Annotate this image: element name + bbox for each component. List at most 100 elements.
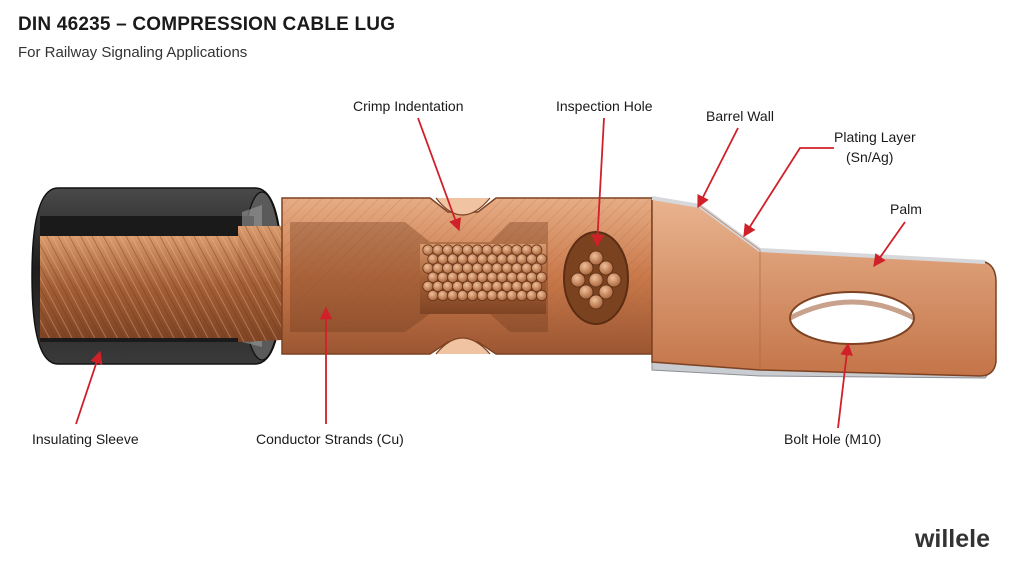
strand-cross-section (461, 244, 474, 256)
strand-cross-section (442, 280, 454, 292)
label-inspection-hole: Inspection Hole (556, 98, 653, 114)
strand-cross-section (422, 262, 434, 274)
strand-cross-section (531, 244, 543, 256)
strand-cross-section (476, 253, 488, 265)
strand-cross-section (486, 271, 498, 283)
label-palm: Palm (890, 201, 922, 217)
strand-cross-section (481, 244, 493, 256)
strand-cross-section (466, 289, 479, 302)
leader-crimp-indentation (417, 117, 462, 232)
strand-cross-section (526, 289, 538, 302)
strand-cross-section (422, 280, 434, 292)
strand-cross-section (461, 262, 474, 274)
strand-cross-section (442, 262, 454, 274)
strand-cross-section (466, 253, 479, 265)
strand-cross-section (456, 271, 469, 283)
strand-cross-section (456, 289, 469, 302)
strand-cross-section (526, 271, 538, 283)
label-plating-layer-material: (Sn/Ag) (846, 149, 893, 165)
strand-cross-section (432, 280, 444, 292)
strand-cross-section (496, 289, 508, 302)
strand-cross-section (452, 244, 464, 256)
strand-cross-section (456, 253, 469, 265)
inspection-strand (606, 272, 622, 288)
strand-cross-section (531, 262, 543, 274)
strand-cross-section (427, 253, 439, 265)
leader-plating-layer (743, 147, 834, 238)
strand-cross-section (536, 253, 548, 265)
strand-cross-section (511, 262, 523, 274)
strand-cross-section (447, 271, 459, 283)
strand-cross-section (427, 289, 439, 302)
leader-inspection-hole (591, 117, 605, 248)
label-bolt-hole: Bolt Hole (M10) (784, 431, 881, 447)
inspection-strand (588, 250, 604, 266)
strand-cross-section (501, 280, 513, 292)
strand-cross-section (427, 271, 439, 283)
strand-cross-section (531, 280, 543, 292)
strand-cross-section (516, 289, 528, 302)
strand-cross-section (521, 262, 533, 274)
brand-watermark: willele (914, 525, 990, 553)
strand-cross-section (432, 262, 444, 274)
strand-cross-section (491, 262, 503, 274)
strand-cross-section (447, 253, 459, 265)
strand-cross-section (491, 280, 503, 292)
strand-cross-section (526, 253, 538, 265)
label-conductor-strands: Conductor Strands (Cu) (256, 431, 404, 447)
diagram-subtitle: For Railway Signaling Applications (18, 44, 248, 61)
strand-cross-section (521, 244, 533, 256)
callout-lines (75, 117, 906, 429)
leader-bolt-hole (837, 342, 853, 429)
inspection-hole (563, 231, 629, 325)
inspection-strand (578, 260, 594, 276)
strand-cross-section (452, 262, 464, 274)
strand-cross-section (486, 289, 498, 302)
strand-cross-section (437, 271, 449, 283)
strand-cross-section (471, 262, 483, 274)
label-barrel-wall: Barrel Wall (706, 108, 774, 124)
compressed-strand-bundle (422, 244, 548, 302)
strand-cross-section (486, 253, 498, 265)
inspection-strand (578, 284, 594, 300)
strand-cross-section (471, 244, 483, 256)
strand-cross-section (437, 253, 449, 265)
strand-cross-section (481, 262, 493, 274)
label-plating-layer: Plating Layer (834, 129, 916, 145)
strand-cross-section (471, 280, 483, 292)
strand-cross-section (536, 289, 548, 302)
inspection-strand (588, 294, 604, 310)
strand-cross-section (422, 244, 434, 256)
strand-cross-section (506, 253, 518, 265)
strand-cross-section (491, 244, 503, 256)
strand-cross-section (521, 280, 533, 292)
strand-cross-section (501, 262, 513, 274)
strand-cross-section (536, 271, 548, 283)
strand-cross-section (506, 271, 518, 283)
strand-cross-section (452, 280, 464, 292)
strand-cross-section (506, 289, 518, 302)
leader-palm (873, 221, 906, 268)
strand-cross-section (516, 253, 528, 265)
strand-cross-section (437, 289, 449, 302)
strand-cross-section (461, 280, 474, 292)
strand-cross-section (496, 271, 508, 283)
leader-insulating-sleeve (75, 350, 103, 425)
strand-cross-section (481, 280, 493, 292)
strand-cross-section (466, 271, 479, 283)
inspection-strand (598, 260, 614, 276)
inspection-strand (570, 272, 586, 288)
strand-cross-section (501, 244, 513, 256)
label-insulating-sleeve: Insulating Sleeve (32, 431, 139, 447)
strand-cross-section (476, 289, 488, 302)
strand-cross-section (447, 289, 459, 302)
strand-cross-section (496, 253, 508, 265)
leader-barrel-wall (697, 127, 739, 209)
strand-cross-section (442, 244, 454, 256)
label-crimp-indentation: Crimp Indentation (353, 98, 464, 114)
strand-cross-section (516, 271, 528, 283)
callout-labels: Crimp Indentation Inspection Hole Barrel… (32, 98, 922, 447)
inspection-strand (588, 272, 604, 288)
strand-cross-section (511, 244, 523, 256)
